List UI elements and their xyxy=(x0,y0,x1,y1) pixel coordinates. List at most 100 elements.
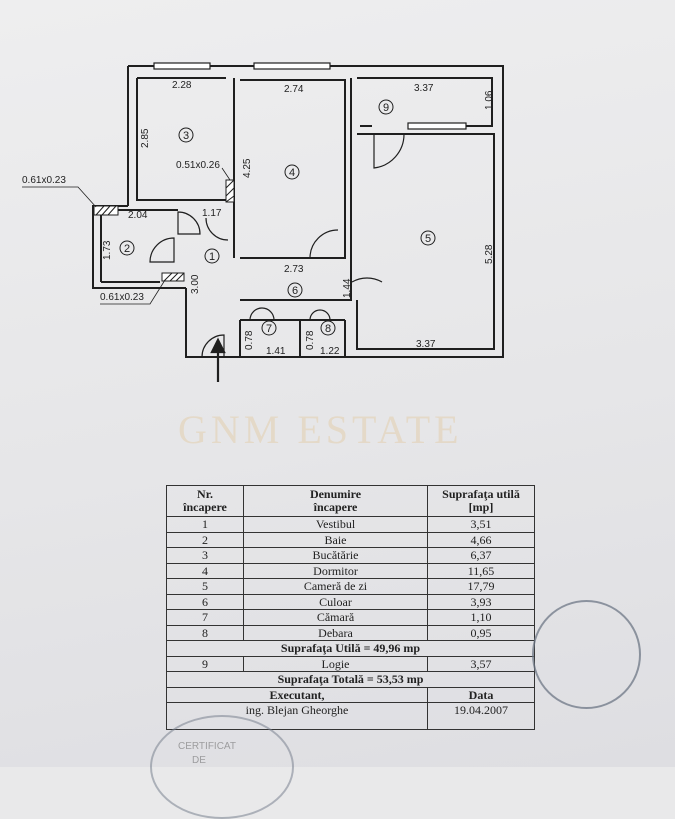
header-area: Suprafaţa utilă[mp] xyxy=(427,485,535,517)
useful-total-row: Suprafaţa Utilă = 49,96 mp xyxy=(166,640,535,657)
dim-r4-width: 2.74 xyxy=(284,84,304,95)
dim-r3-height: 2.85 xyxy=(140,128,151,148)
header-nr: Nr.încapere xyxy=(166,485,244,517)
row-nr: 9 xyxy=(166,655,244,672)
room-number-2: 2 xyxy=(124,243,130,255)
row-area: 6,37 xyxy=(427,547,535,564)
room-number-9: 9 xyxy=(383,102,389,114)
header-nr-line2: încapere xyxy=(183,500,227,514)
header-name-line1: Denumire xyxy=(309,487,362,501)
dim-r9-depth: 1.06 xyxy=(484,90,495,110)
header-nr-line1: Nr. xyxy=(197,487,213,501)
stamp-left-text: CERTIFICAT xyxy=(178,741,236,752)
row-name: Bucătărie xyxy=(243,547,428,564)
dim-corridor-width: 2.73 xyxy=(284,264,304,275)
dim-r8-width: 1.22 xyxy=(320,346,340,357)
dim-r8-height: 0.78 xyxy=(305,330,316,350)
header-name-line2: încapere xyxy=(313,500,358,514)
room-number-4: 4 xyxy=(289,167,295,179)
room-number-8: 8 xyxy=(325,323,331,335)
official-stamp-right xyxy=(532,600,641,709)
room-8-marker xyxy=(320,320,336,336)
row-nr: 7 xyxy=(166,609,244,626)
row-area: 4,66 xyxy=(427,531,535,548)
dim-corridor-side: 1.44 xyxy=(342,278,353,298)
header-area-line1: Suprafaţa utilă xyxy=(442,487,520,501)
room-number-5: 5 xyxy=(425,233,431,245)
row-area: 1,10 xyxy=(427,609,535,626)
row-nr: 4 xyxy=(166,562,244,579)
dim-window-small: 0.51x0.26 xyxy=(176,160,220,171)
room-2-marker xyxy=(119,240,135,256)
row-name: Dormitor xyxy=(243,562,428,579)
dim-r9-width: 3.37 xyxy=(414,83,434,94)
room-3-marker xyxy=(178,127,194,143)
dim-r1-width: 1.17 xyxy=(202,208,222,219)
row-nr: 2 xyxy=(166,531,244,548)
dim-r7-width: 1.41 xyxy=(266,346,286,357)
dim-r5-height: 5.28 xyxy=(484,244,495,264)
signature-header-row: Executant, Data xyxy=(166,686,535,703)
row-nr: 8 xyxy=(166,624,244,641)
row-nr: 6 xyxy=(166,593,244,610)
row-area: 3,57 xyxy=(427,655,535,672)
dim-vent-bottom: 0.61x0.23 xyxy=(100,292,144,303)
floor-plan: 3 4 5 2 1 6 7 8 9 2.28 2.74 3.37 1.06 2.… xyxy=(22,62,504,382)
dim-r3-width: 2.28 xyxy=(172,80,192,91)
room-7-marker xyxy=(261,320,277,336)
room-1-marker xyxy=(204,248,220,264)
date-label: Data xyxy=(427,686,535,703)
room-4-marker xyxy=(284,164,300,180)
row-name: Cămară xyxy=(243,609,428,626)
room-number-7: 7 xyxy=(266,323,272,335)
grand-total-row: Suprafaţa Totală = 53,53 mp xyxy=(166,671,535,688)
executant-label: Executant, xyxy=(166,686,428,703)
row-name: Vestibul xyxy=(243,516,428,533)
row-name: Debara xyxy=(243,624,428,641)
useful-total: Suprafaţa Utilă = 49,96 mp xyxy=(166,640,535,657)
watermark: GNM ESTATE xyxy=(178,407,463,452)
room-number-6: 6 xyxy=(292,285,298,297)
row-nr: 3 xyxy=(166,547,244,564)
row-nr: 1 xyxy=(166,516,244,533)
date-value: 19.04.2007 xyxy=(427,702,535,730)
dim-r5-width: 3.37 xyxy=(416,339,436,350)
row-area: 17,79 xyxy=(427,578,535,595)
room-9-marker xyxy=(378,99,394,115)
row-name: Culoar xyxy=(243,593,428,610)
row-nr: 5 xyxy=(166,578,244,595)
dim-r2-width: 2.04 xyxy=(128,210,148,221)
row-area: 11,65 xyxy=(427,562,535,579)
row-area: 0,95 xyxy=(427,624,535,641)
room-6-marker xyxy=(287,282,303,298)
room-number-3: 3 xyxy=(183,130,189,142)
official-stamp-left: CERTIFICAT DE xyxy=(150,715,294,819)
row-name: Logie xyxy=(243,655,428,672)
row-area: 3,51 xyxy=(427,516,535,533)
row-area: 3,93 xyxy=(427,593,535,610)
grand-total: Suprafaţa Totală = 53,53 mp xyxy=(166,671,535,688)
room-5-marker xyxy=(420,230,436,246)
row-name: Cameră de zi xyxy=(243,578,428,595)
dim-r7-height: 0.78 xyxy=(244,330,255,350)
dim-r4-height: 4.25 xyxy=(242,158,253,178)
row-name: Baie xyxy=(243,531,428,548)
room-number-1: 1 xyxy=(209,251,215,263)
stamp-left-text2: DE xyxy=(192,755,206,766)
header-area-line2: [mp] xyxy=(468,500,494,514)
dim-vent-top: 0.61x0.23 xyxy=(22,175,66,186)
dim-r2-height: 1.73 xyxy=(102,240,113,260)
dim-vestibule-height: 3.00 xyxy=(190,274,201,294)
